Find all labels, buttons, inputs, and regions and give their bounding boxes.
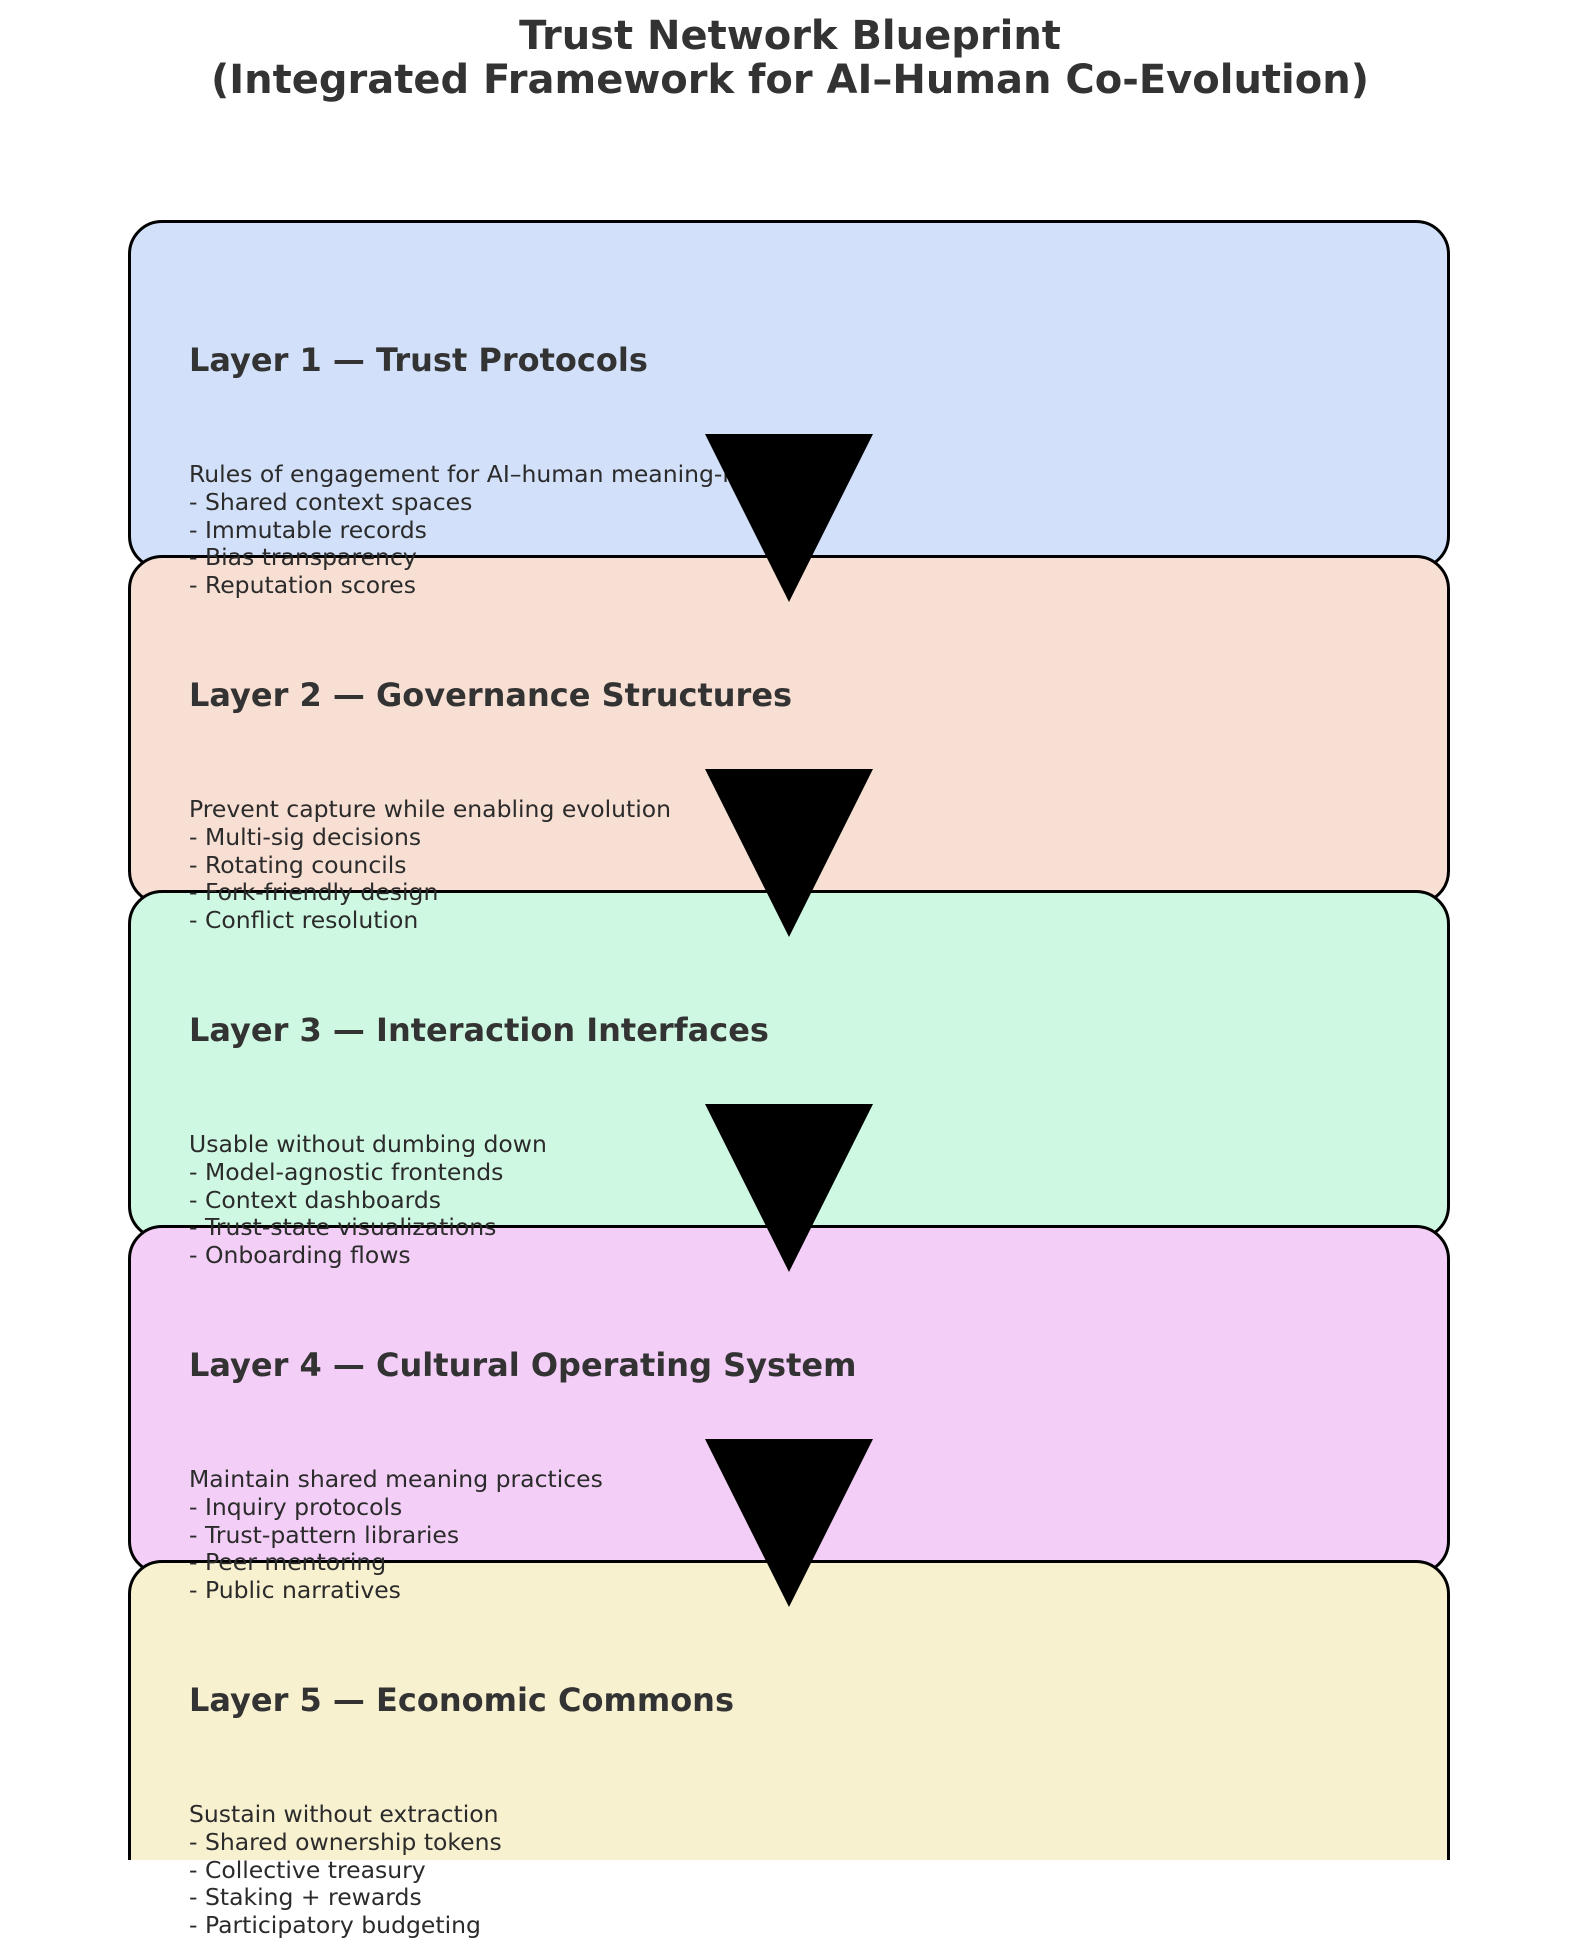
layer-5-line-3: - Collective treasury <box>189 1855 426 1884</box>
layer-5-line-1: Sustain without extraction <box>189 1800 499 1828</box>
layer-1-title: Layer 1 — Trust Protocols <box>189 341 648 379</box>
layer-4-line-1: Maintain shared meaning practices <box>189 1465 603 1493</box>
layer-4-title: Layer 4 — Cultural Operating System <box>189 1346 857 1384</box>
arrow-layer-2-to-3 <box>705 769 873 937</box>
layer-2-description: Prevent capture while enabling evolution… <box>189 795 672 935</box>
layer-4-description: Maintain shared meaning practices - Inqu… <box>189 1465 603 1605</box>
layer-1-line-3: - Immutable records <box>189 515 427 544</box>
layer-1-line-4: - Bias transparency <box>189 543 417 572</box>
diagram-title-line-2: (Integrated Framework for AI–Human Co-Ev… <box>210 57 1369 103</box>
layer-5-title: Layer 5 — Economic Commons <box>189 1681 734 1719</box>
layer-4-line-4: - Peer mentoring <box>189 1548 387 1577</box>
layer-5-box <box>128 1560 1450 1860</box>
layer-3-line-2: - Model-agnostic frontends <box>189 1157 504 1186</box>
diagram-title-line-1: Trust Network Blueprint <box>519 13 1061 59</box>
layer-5-line-4: - Staking + rewards <box>189 1883 422 1912</box>
layers-area: Layer 1 — Trust Protocols Layer 2 — Gove… <box>128 220 1450 1860</box>
layer-4-line-5: - Public narratives <box>189 1576 401 1605</box>
layer-5-line-5: - Participatory budgeting <box>189 1911 481 1940</box>
diagram-title: Trust Network Blueprint (Integrated Fram… <box>0 14 1580 102</box>
layer-2-line-4: - Fork-friendly design <box>189 878 439 907</box>
arrow-layer-4-to-5 <box>705 1439 873 1607</box>
layer-4-line-2: - Inquiry protocols <box>189 1492 403 1521</box>
arrow-layer-3-to-4 <box>705 1104 873 1272</box>
arrow-layer-1-to-2 <box>705 434 873 602</box>
layer-5-description: Sustain without extraction - Shared owne… <box>189 1800 502 1940</box>
layer-2-line-3: - Rotating councils <box>189 850 407 879</box>
layer-3-line-3: - Context dashboards <box>189 1185 442 1214</box>
layer-2-title: Layer 2 — Governance Structures <box>189 676 793 714</box>
layer-4-line-3: - Trust-pattern libraries <box>189 1520 460 1549</box>
layer-2-line-1: Prevent capture while enabling evolution <box>189 795 672 823</box>
layer-2-line-2: - Multi-sig decisions <box>189 822 422 851</box>
layer-2-line-5: - Conflict resolution <box>189 906 419 935</box>
layer-5-line-2: - Shared ownership tokens <box>189 1827 502 1856</box>
layer-3-line-5: - Onboarding flows <box>189 1241 411 1270</box>
layer-1-line-5: - Reputation scores <box>189 571 416 600</box>
layer-1-line-2: - Shared context spaces <box>189 487 473 516</box>
layer-3-title: Layer 3 — Interaction Interfaces <box>189 1011 769 1049</box>
layer-3-line-1: Usable without dumbing down <box>189 1130 547 1158</box>
layer-3-description: Usable without dumbing down - Model-agno… <box>189 1130 547 1270</box>
layer-3-line-4: - Trust-state visualizations <box>189 1213 497 1242</box>
